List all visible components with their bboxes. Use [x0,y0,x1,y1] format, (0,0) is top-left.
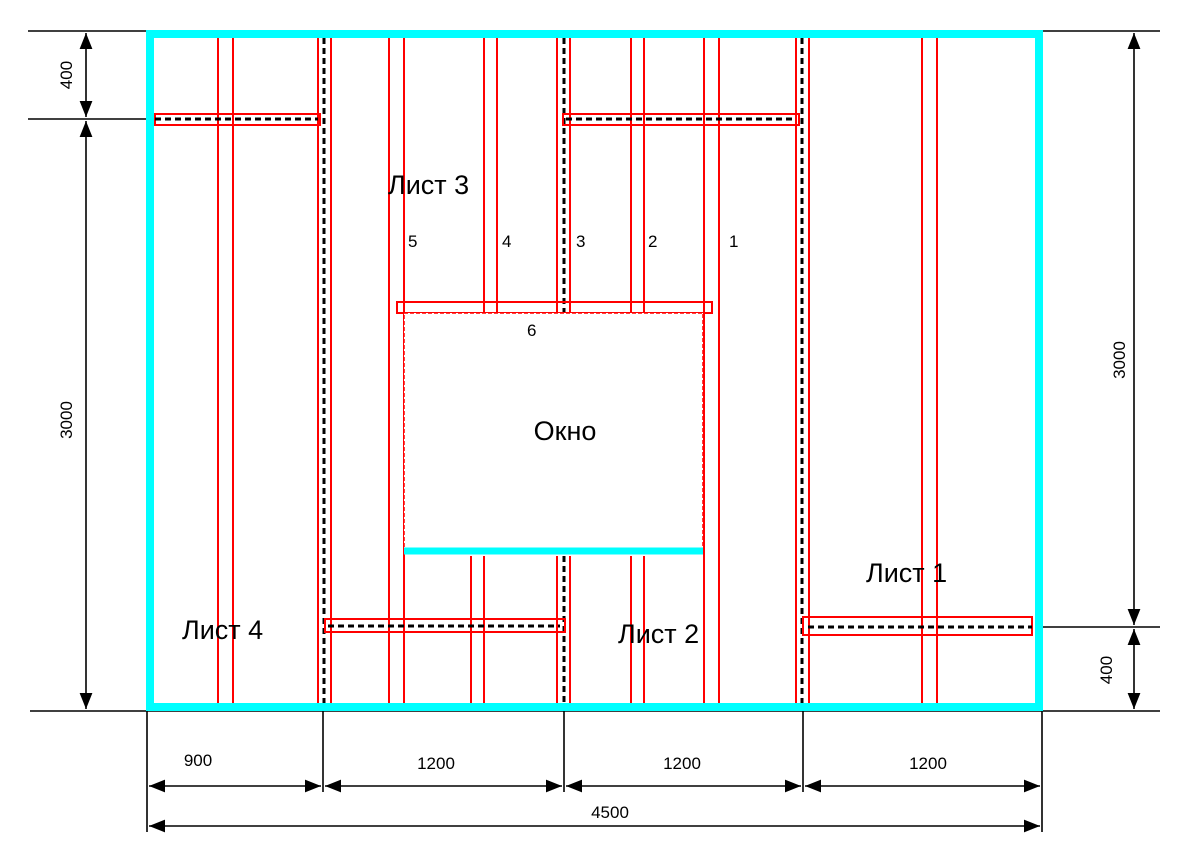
window-opening: Окно [396,301,713,555]
dim-total-width: 4500 [591,803,629,822]
dim-right-main: 3000 [1110,341,1129,379]
dim-left-main: 3000 [57,401,76,439]
dim-bottom-2: 1200 [417,754,455,773]
dim-bottom-3: 1200 [663,754,701,773]
sheet-2-label: Лист 2 [618,619,699,649]
element-number-6: 6 [527,321,536,340]
dim-bottom-1: 900 [184,751,212,770]
dim-right-bottom: 400 [1097,656,1116,684]
dim-bottom-4: 1200 [909,754,947,773]
horizontal-noggins [154,113,1033,636]
wall-outline [146,30,1043,711]
sheet-3-label: Лист 3 [388,170,469,200]
element-number-1: 1 [729,232,738,251]
window-label: Окно [534,416,597,446]
element-number-5: 5 [408,232,417,251]
sheet-4-label: Лист 4 [182,615,263,645]
sheet-1-label: Лист 1 [866,558,947,588]
dimension-lines [79,33,1141,833]
window-header [396,301,713,314]
dim-left-top: 400 [57,61,76,89]
element-number-2: 2 [648,232,657,251]
element-number-3: 3 [576,232,585,251]
element-number-4: 4 [502,232,511,251]
